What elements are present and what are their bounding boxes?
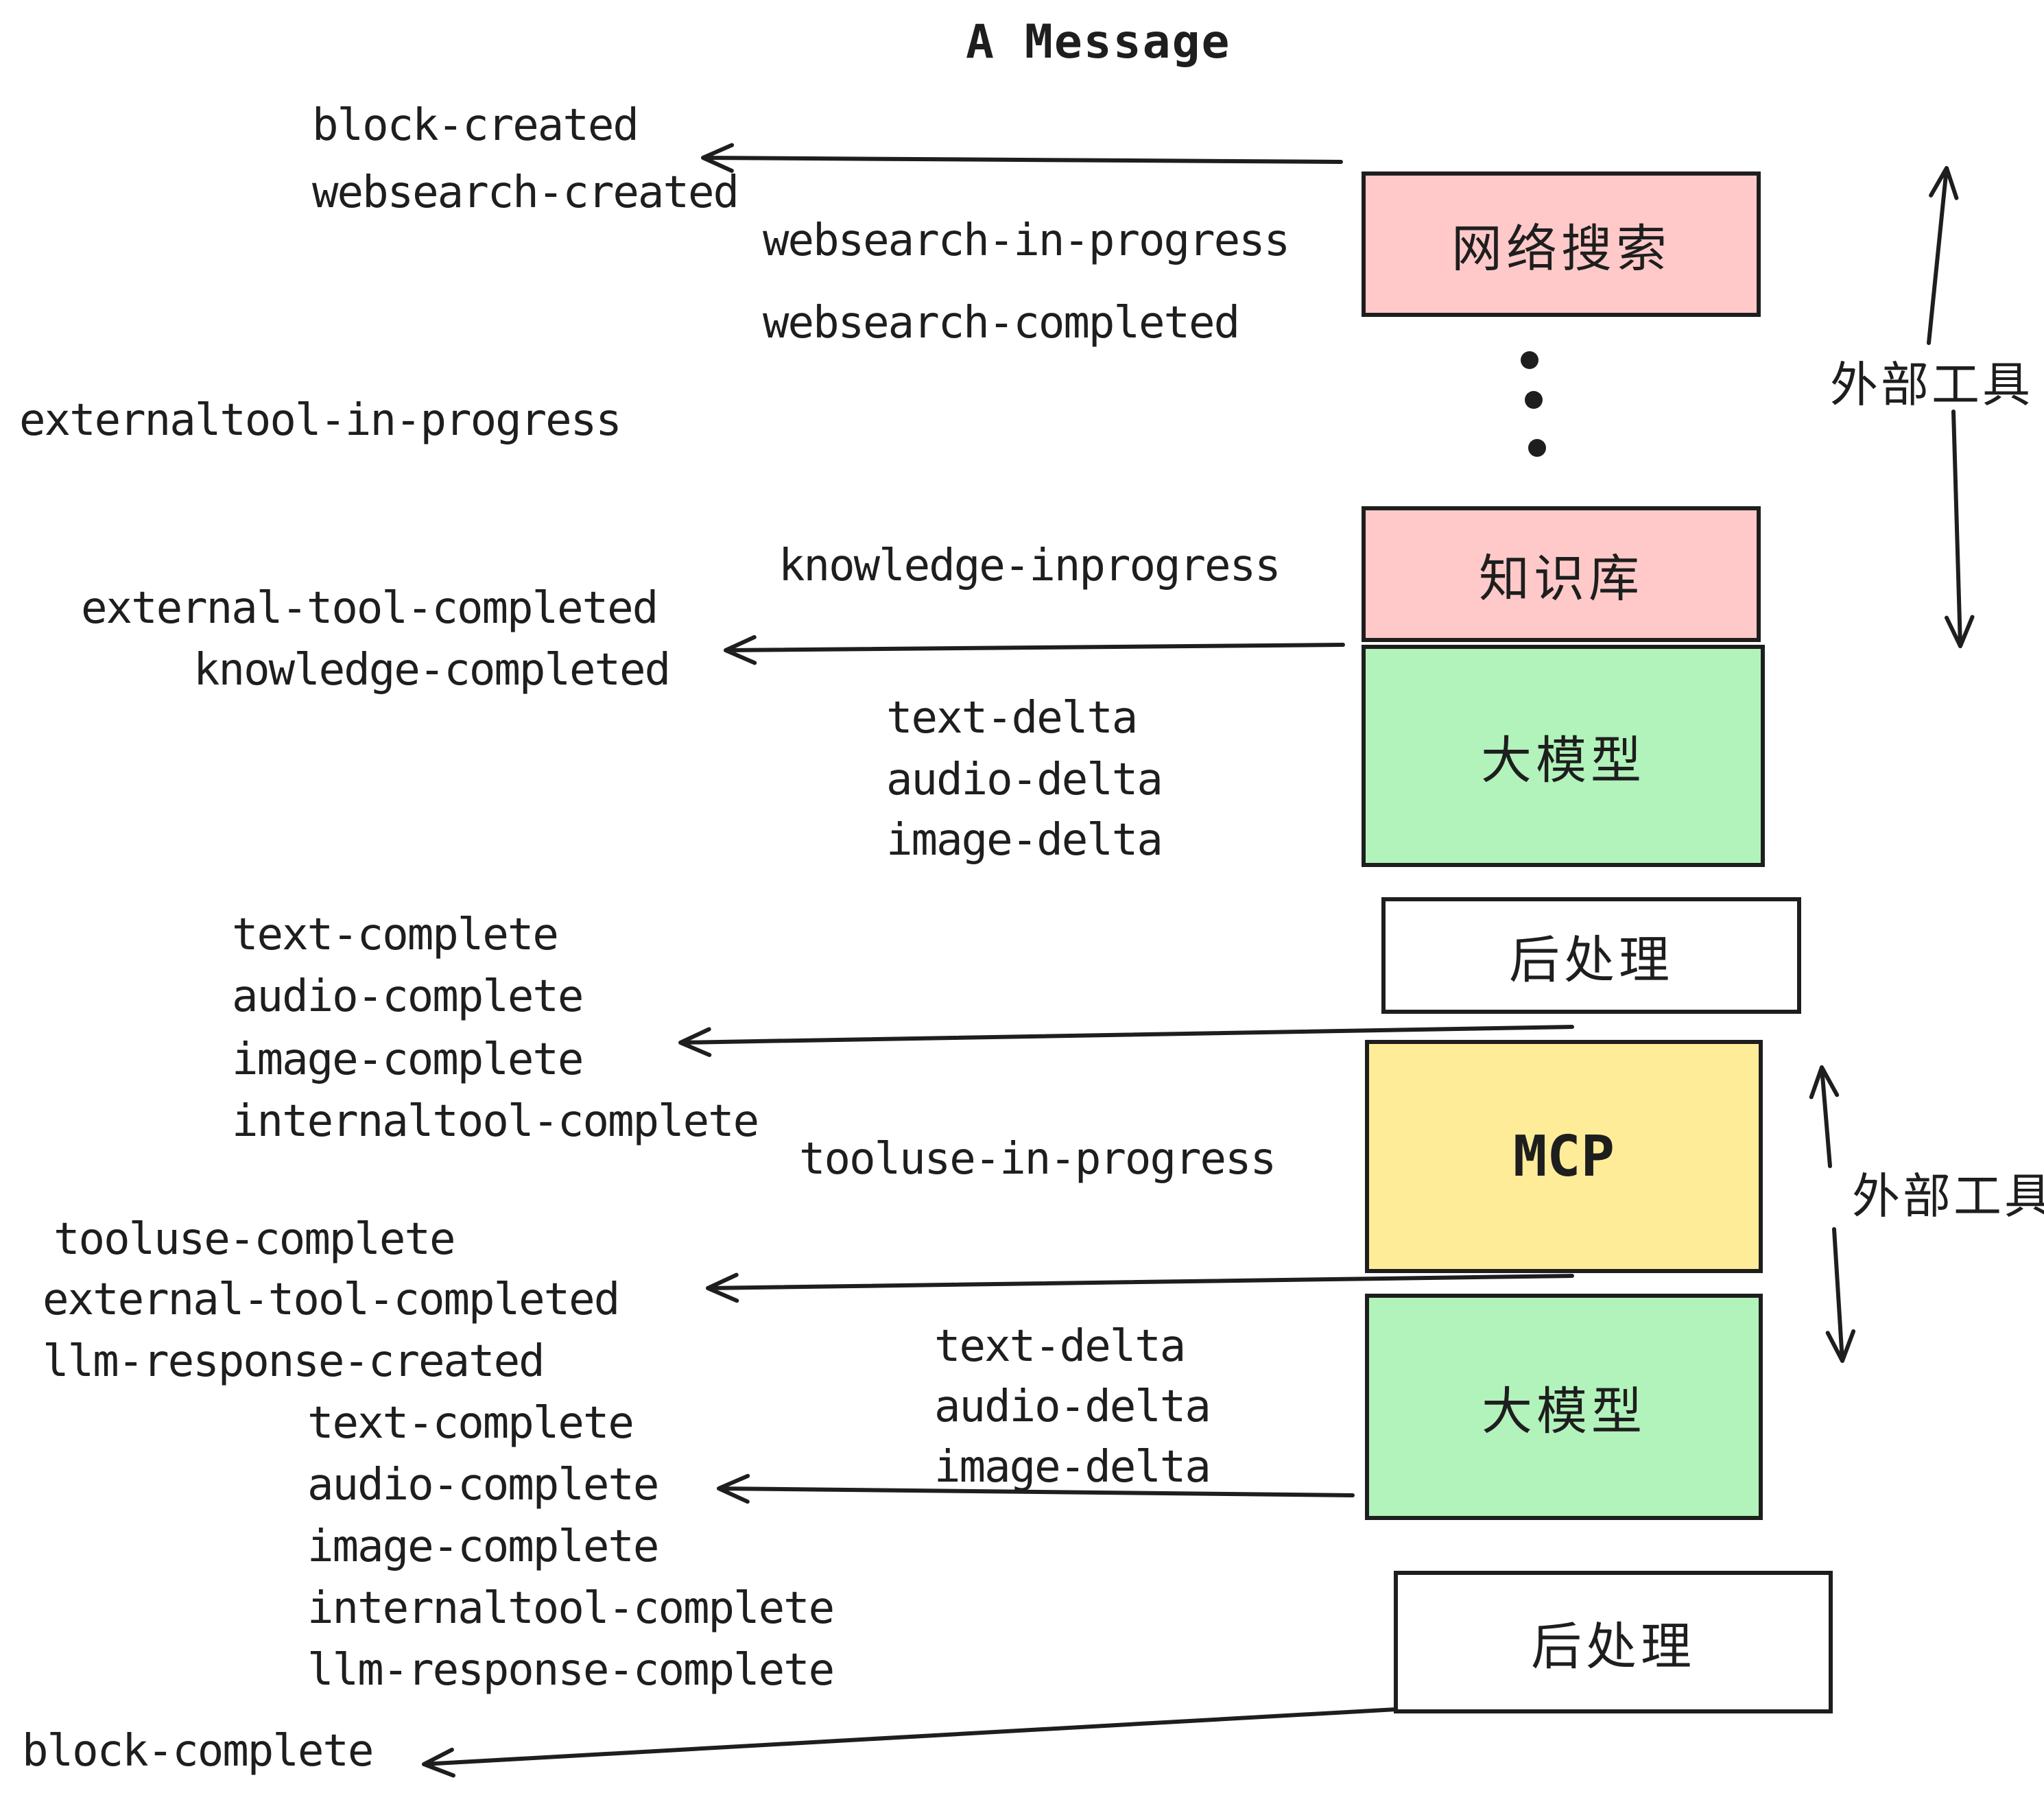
ellipsis-dot-3	[1528, 439, 1546, 457]
side-label-external-tools-mid: 外部工具	[1852, 1168, 2044, 1224]
event-label-text-complete: text-complete	[232, 910, 559, 960]
box-llm-2: 大模型	[1365, 1294, 1763, 1520]
event-label-image-delta: image-delta	[886, 815, 1163, 866]
event-label-block-created: block-created	[312, 100, 639, 151]
arrow-to-websearch-created	[701, 143, 1343, 173]
event-label-tooluse-complete: tooluse-complete	[54, 1214, 455, 1265]
event-label-image-delta-2: image-delta	[934, 1442, 1211, 1493]
event-label-text-delta-2: text-delta	[934, 1321, 1186, 1372]
event-label-audio-complete-2: audio-complete	[307, 1460, 659, 1510]
arrow-external-tools-top-down	[1945, 410, 1975, 648]
event-label-text-complete-2: text-complete	[307, 1398, 634, 1449]
event-label-block-complete: block-complete	[22, 1726, 374, 1777]
box-llm-1-label: 大模型	[1481, 731, 1645, 790]
box-postprocess-1-label: 后处理	[1509, 930, 1674, 990]
diagram-title: A Message	[966, 15, 1231, 69]
side-label-external-tools-top: 外部工具	[1830, 357, 2033, 413]
arrow-to-knowledge-completed	[724, 634, 1345, 665]
event-label-internaltool-complete: internaltool-complete	[232, 1096, 759, 1147]
box-websearch-label: 网络搜索	[1451, 219, 1671, 278]
event-label-websearch-created: websearch-created	[312, 167, 739, 218]
box-llm-1: 大模型	[1362, 645, 1765, 867]
box-postprocess-1: 后处理	[1381, 897, 1801, 1014]
event-label-image-complete: image-complete	[232, 1034, 584, 1085]
event-label-websearch-completed: websearch-completed	[763, 298, 1240, 348]
ellipsis-dot-1	[1521, 351, 1538, 369]
arrow-to-block-complete	[422, 1707, 1398, 1778]
box-knowledge-label: 知识库	[1479, 549, 1643, 608]
arrow-external-tools-mid-up	[1809, 1065, 1840, 1168]
box-postprocess-2-label: 后处理	[1531, 1617, 1696, 1676]
event-label-audio-delta: audio-delta	[886, 755, 1163, 805]
event-label-audio-complete: audio-complete	[232, 971, 584, 1022]
event-label-externaltool-in-progress: externaltool-in-progress	[19, 395, 622, 446]
event-label-text-delta: text-delta	[886, 693, 1138, 744]
arrow-external-tools-top-up	[1927, 166, 1959, 345]
event-label-external-tool-completed: external-tool-completed	[81, 583, 658, 634]
box-mcp-label: MCP	[1512, 1124, 1615, 1189]
event-label-tooluse-in-progress: tooluse-in-progress	[799, 1134, 1276, 1185]
event-label-internaltool-complete-2: internaltool-complete	[307, 1583, 835, 1634]
box-postprocess-2: 后处理	[1394, 1571, 1833, 1713]
event-label-llm-response-complete: llm-response-complete	[307, 1645, 835, 1696]
box-llm-2-label: 大模型	[1482, 1381, 1646, 1441]
arrow-external-tools-mid-down	[1825, 1227, 1856, 1363]
event-label-external-tool-completed-2: external-tool-completed	[43, 1274, 620, 1325]
event-label-image-complete-2: image-complete	[307, 1521, 659, 1572]
box-knowledge: 知识库	[1362, 506, 1761, 642]
box-websearch: 网络搜索	[1362, 171, 1761, 317]
event-label-knowledge-inprogress: knowledge-inprogress	[779, 541, 1281, 591]
event-label-audio-delta-2: audio-delta	[934, 1381, 1211, 1432]
event-label-knowledge-completed: knowledge-completed	[193, 645, 671, 696]
event-label-llm-response-created: llm-response-created	[43, 1336, 545, 1387]
event-label-websearch-in-progress: websearch-in-progress	[763, 215, 1290, 266]
ellipsis-dot-2	[1525, 391, 1543, 409]
box-mcp: MCP	[1365, 1040, 1763, 1273]
